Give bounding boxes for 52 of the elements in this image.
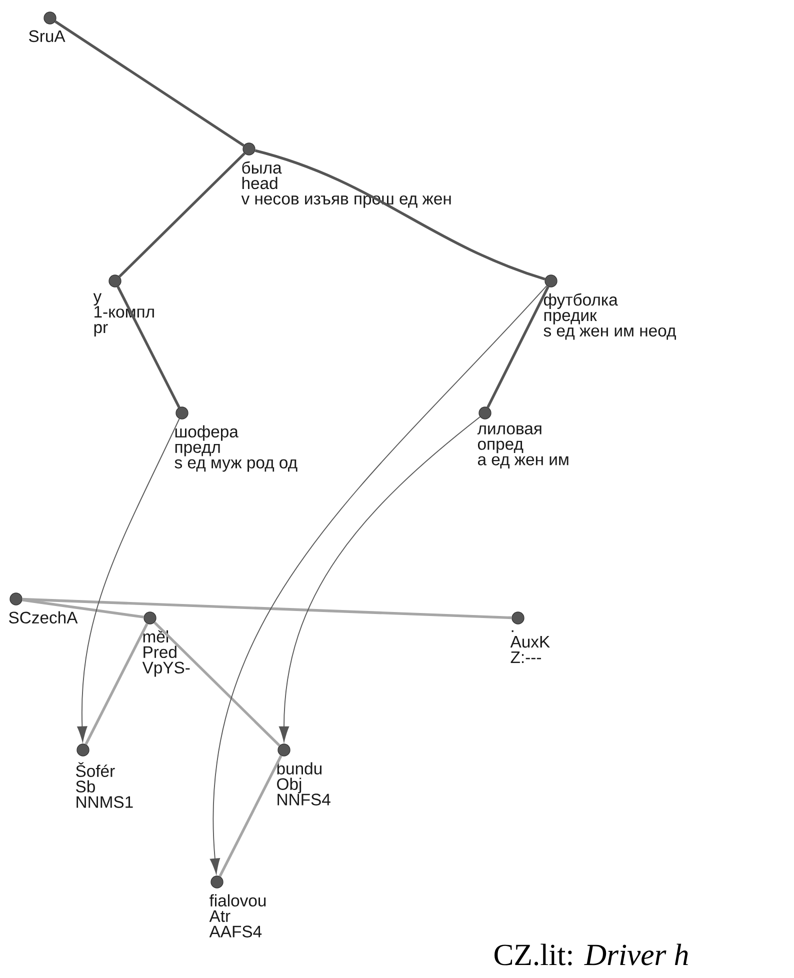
word-node: Šofér Sb NNMS1 [76, 744, 133, 808]
node-label: Sb [76, 780, 95, 792]
node-label: . [512, 630, 514, 632]
node-label: SCzechA [9, 611, 78, 624]
node-label: Pred [144, 646, 176, 658]
node-label: предик [544, 312, 597, 324]
node-label: футболка [544, 293, 618, 309]
node-label: NNFS4 [278, 794, 330, 806]
alignment-arrow [210, 285, 548, 874]
node-label: лиловая [477, 425, 542, 434]
tree-edge [118, 152, 246, 278]
tree-edge [22, 598, 512, 620]
node-label: предл [175, 444, 220, 456]
node-label: SruA [29, 30, 66, 42]
word-node: bundu Obj NNFS4 [277, 744, 330, 806]
node-label: VpYS- [142, 662, 190, 677]
tree-edge [54, 20, 244, 147]
tree-edge [154, 622, 280, 747]
word-node: шофера предл s ед муж род од [174, 406, 298, 472]
node-label: a ед жен им [478, 456, 568, 468]
word-node: fialovou Atr AAFS4 [209, 876, 266, 938]
node-label: s ед жен им неод [544, 327, 676, 340]
tree-edge [84, 623, 148, 745]
node-label: pr [94, 324, 108, 336]
node-label: AAFS4 [209, 926, 262, 938]
node-label: head [242, 176, 278, 190]
caption: CZ.lit: Driver h [494, 944, 688, 966]
word-node: SCzechA [9, 592, 78, 624]
node-label: Šofér [76, 762, 115, 778]
tree-edge [218, 755, 282, 877]
word-node: футболка предик s ед жен им неод [544, 274, 676, 340]
node-label: у [93, 293, 102, 306]
node-label: шофера [175, 425, 238, 441]
node-label: Z:--- [510, 652, 541, 663]
node-label: fialovou [210, 894, 266, 907]
word-node: SruA [29, 12, 66, 42]
node-label: AuxK [510, 636, 550, 648]
word-node: лиловая опред a ед жен им [477, 406, 568, 468]
node-label: была [242, 161, 282, 174]
tree-edge [486, 286, 550, 408]
node-label: bundu [277, 762, 322, 775]
node-label: Atr [209, 910, 230, 922]
node-label: NNMS1 [76, 796, 133, 808]
tree-edge [22, 598, 144, 618]
node-label: Obj [277, 778, 302, 794]
alignment-arrow [77, 418, 180, 742]
tree-edge [254, 149, 546, 280]
alignment-arrow [278, 416, 480, 742]
word-node: . AuxK Z:--- [510, 612, 550, 663]
node-label: s ед муж род од [174, 459, 298, 472]
node-label: опред [478, 440, 524, 454]
tree-edge [116, 286, 180, 408]
